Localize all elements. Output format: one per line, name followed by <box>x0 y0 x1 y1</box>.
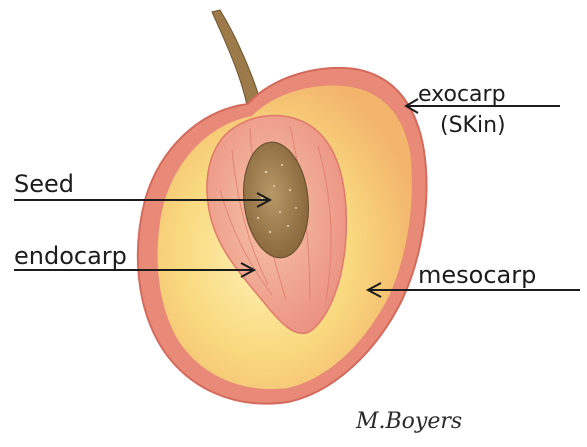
seed-label: Seed <box>14 170 74 198</box>
exocarp-label: exocarp <box>418 82 506 107</box>
exocarp-sub-label: (SKin) <box>440 113 506 138</box>
stem <box>212 10 262 110</box>
mesocarp-label: mesocarp <box>418 261 536 289</box>
artist-signature: M.Boyers <box>355 409 462 434</box>
endocarp-label: endocarp <box>14 242 127 270</box>
